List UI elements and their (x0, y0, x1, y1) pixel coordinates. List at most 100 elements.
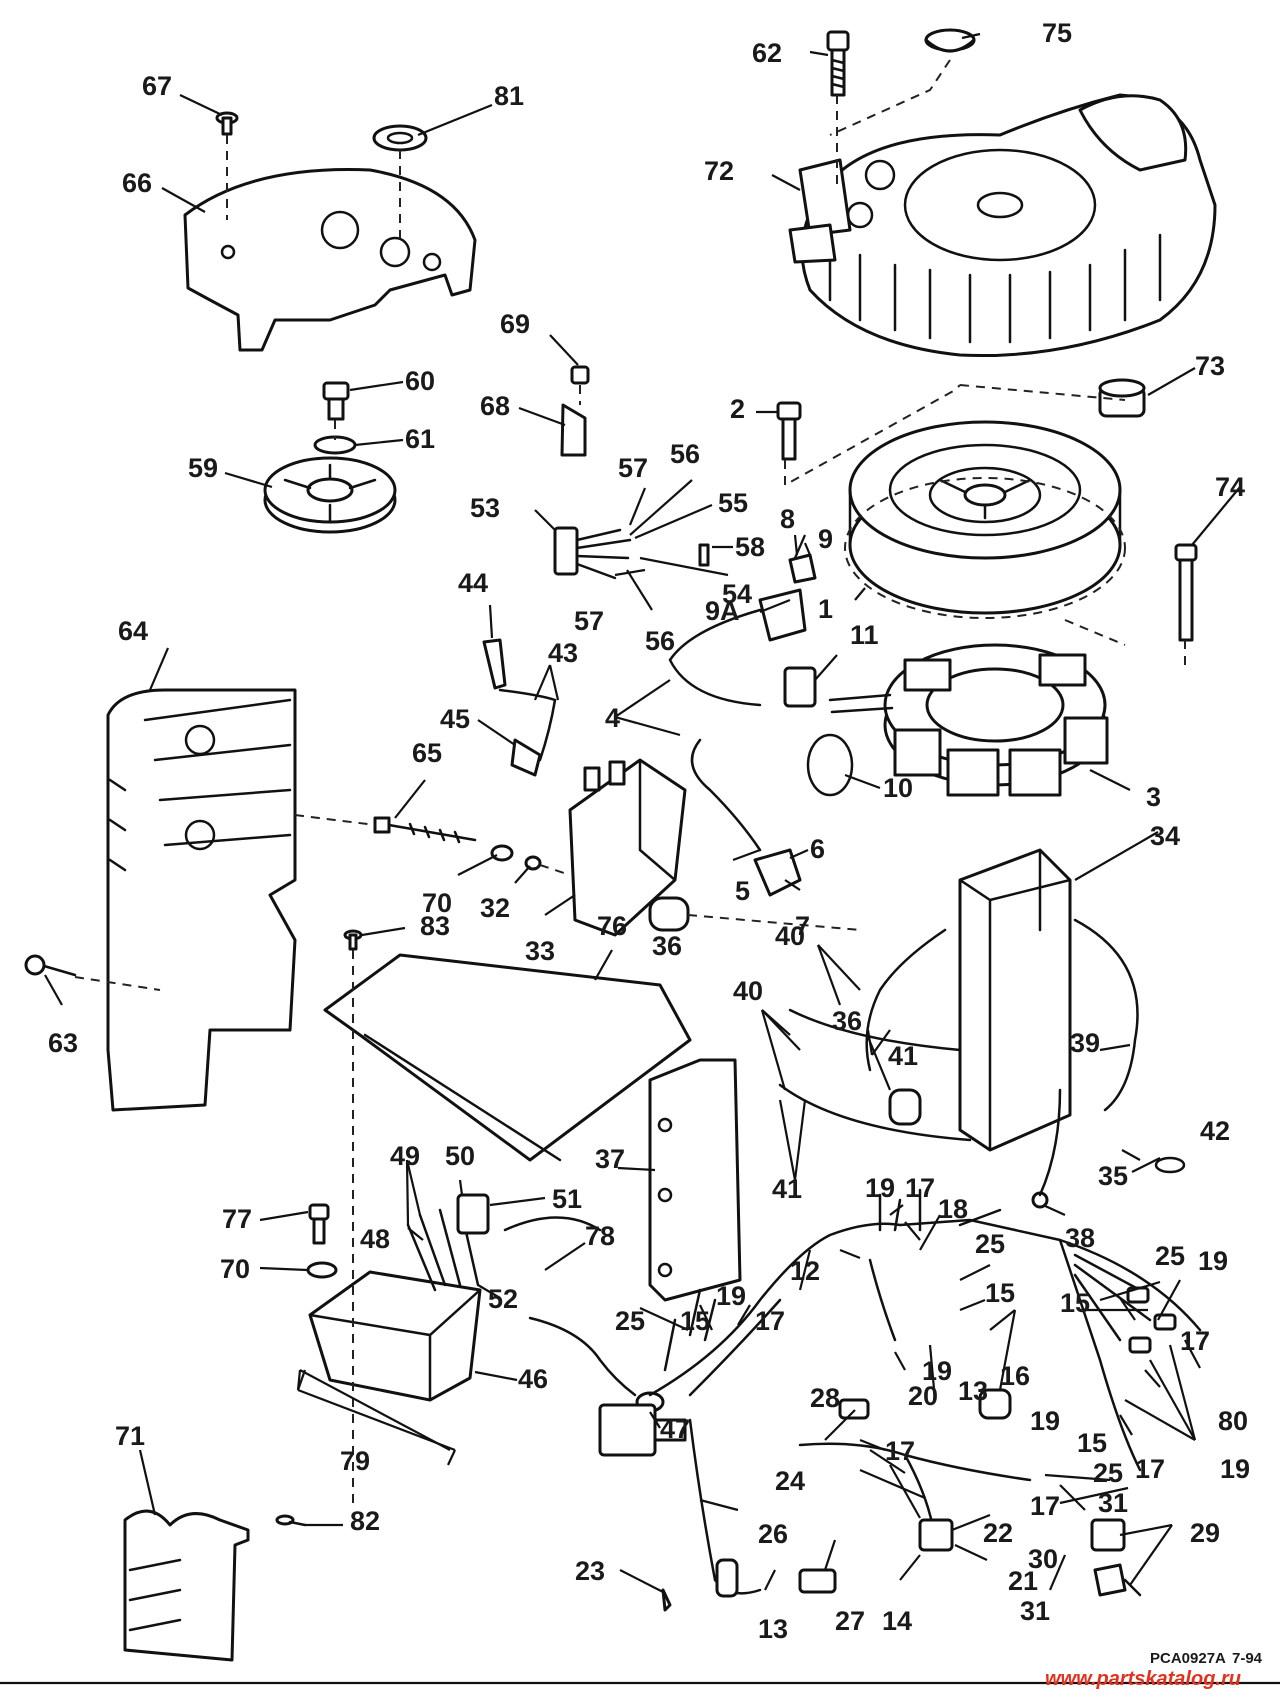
callout-64: 64 (118, 616, 148, 646)
callout-38: 38 (1065, 1223, 1095, 1253)
pack-washer (490, 844, 514, 862)
callout-2: 2 (730, 394, 745, 424)
callout-4: 4 (605, 703, 620, 733)
callout-70-bottom: 70 (220, 1254, 250, 1284)
callout-61: 61 (405, 424, 435, 454)
ignition-cover (106, 688, 297, 1112)
callout-43: 43 (548, 638, 578, 668)
callout-31-bottom: 31 (1020, 1596, 1050, 1626)
callout-50: 50 (445, 1141, 475, 1171)
callout-17-top: 17 (905, 1173, 935, 1203)
callout-17-right: 17 (1180, 1326, 1210, 1356)
callout-56-bottom: 56 (645, 626, 675, 656)
callout-35: 35 (1098, 1161, 1128, 1191)
callout-45: 45 (440, 704, 470, 734)
callout-47: 47 (660, 1414, 690, 1444)
callout-25-right: 25 (1155, 1241, 1185, 1271)
callout-17-lower: 17 (1030, 1491, 1060, 1521)
callout-58: 58 (735, 532, 765, 562)
callout-25-mid: 25 (975, 1229, 1005, 1259)
stator (828, 643, 1109, 797)
stator-bolt (1174, 543, 1198, 642)
callout-57-top: 57 (618, 453, 648, 483)
callout-40-top: 40 (775, 921, 805, 951)
callout-78: 78 (585, 1221, 615, 1251)
callout-1: 1 (818, 594, 833, 624)
callout-59: 59 (188, 453, 218, 483)
callout-19-left: 19 (716, 1281, 746, 1311)
callout-72: 72 (704, 156, 734, 186)
callout-3: 3 (1146, 782, 1161, 812)
watermark: www.partskatalog.ru (1045, 1668, 1241, 1690)
callout-25-left: 25 (615, 1306, 645, 1336)
flywheel (844, 420, 1126, 619)
callout-42: 42 (1200, 1116, 1230, 1146)
callout-18: 18 (938, 1194, 968, 1224)
callout-77: 77 (222, 1204, 252, 1234)
callout-49: 49 (390, 1141, 420, 1171)
callout-79: 79 (340, 1446, 370, 1476)
callout-25-bottom: 25 (1093, 1458, 1123, 1488)
callout-31-top: 31 (1098, 1488, 1128, 1518)
callout-26: 26 (758, 1519, 788, 1549)
callout-13-bottom: 13 (758, 1614, 788, 1644)
callout-5: 5 (735, 876, 750, 906)
pack-bolt (373, 816, 477, 844)
drawing-code: PCA0927A (1150, 1650, 1226, 1667)
callout-82: 82 (350, 1506, 380, 1536)
callout-56-top: 56 (670, 439, 700, 469)
callout-36-top: 36 (652, 931, 682, 961)
flywheel-bolt (776, 401, 802, 461)
group-bracket-79 (296, 1369, 456, 1466)
callout-62: 62 (752, 38, 782, 68)
callout-51: 51 (552, 1184, 582, 1214)
callout-15-mid: 15 (985, 1278, 1015, 1308)
callout-40-bottom: 40 (733, 976, 763, 1006)
callout-53: 53 (470, 493, 500, 523)
cover-cap (924, 28, 976, 53)
callout-leaders (44, 32, 1241, 1593)
callout-13-mid: 13 (958, 1376, 988, 1406)
callout-60: 60 (405, 366, 435, 396)
callout-29: 29 (1190, 1518, 1220, 1548)
callout-70-top: 70 (422, 888, 452, 918)
callout-55: 55 (718, 488, 748, 518)
cap-screw (570, 365, 590, 385)
plate-grommet (372, 124, 428, 152)
callout-48: 48 (360, 1224, 390, 1254)
callout-39: 39 (1070, 1028, 1100, 1058)
power-pack (568, 758, 687, 937)
assembly-lines (74, 59, 1186, 1505)
callout-21: 21 (1008, 1566, 1038, 1596)
callout-44: 44 (458, 568, 488, 598)
cover-screw (24, 954, 77, 977)
callout-15-right: 15 (1060, 1288, 1090, 1318)
spacer-sleeve (648, 896, 690, 932)
callout-19-mid: 19 (922, 1356, 952, 1386)
callout-33: 33 (525, 936, 555, 966)
callout-9a: 9A (705, 596, 740, 626)
callout-15-left: 15 (680, 1306, 710, 1336)
callout-19-right-top: 19 (1198, 1246, 1228, 1276)
callout-19-right-bottom: 19 (1220, 1454, 1250, 1484)
spark-plug-boots (482, 638, 557, 777)
mounting-bracket (323, 953, 692, 1162)
callout-17-right-bottom: 17 (1135, 1454, 1165, 1484)
callout-83: 83 (420, 911, 450, 941)
callout-76: 76 (597, 911, 627, 941)
wire-clip (783, 666, 817, 708)
callout-66: 66 (122, 168, 152, 198)
callout-52: 52 (488, 1284, 518, 1314)
callout-17-mid: 17 (885, 1436, 915, 1466)
callout-80: 80 (1218, 1406, 1248, 1436)
pulley-bolt (322, 381, 350, 421)
callout-labels: 62 75 72 67 81 66 69 60 61 68 59 73 2 74… (48, 18, 1250, 1644)
callout-12: 12 (790, 1256, 820, 1286)
cable-strap (806, 733, 854, 797)
coil-bracket (778, 848, 1139, 1209)
stator-harness (668, 553, 817, 897)
callout-11: 11 (850, 620, 879, 650)
callout-57-bottom: 57 (574, 606, 604, 636)
